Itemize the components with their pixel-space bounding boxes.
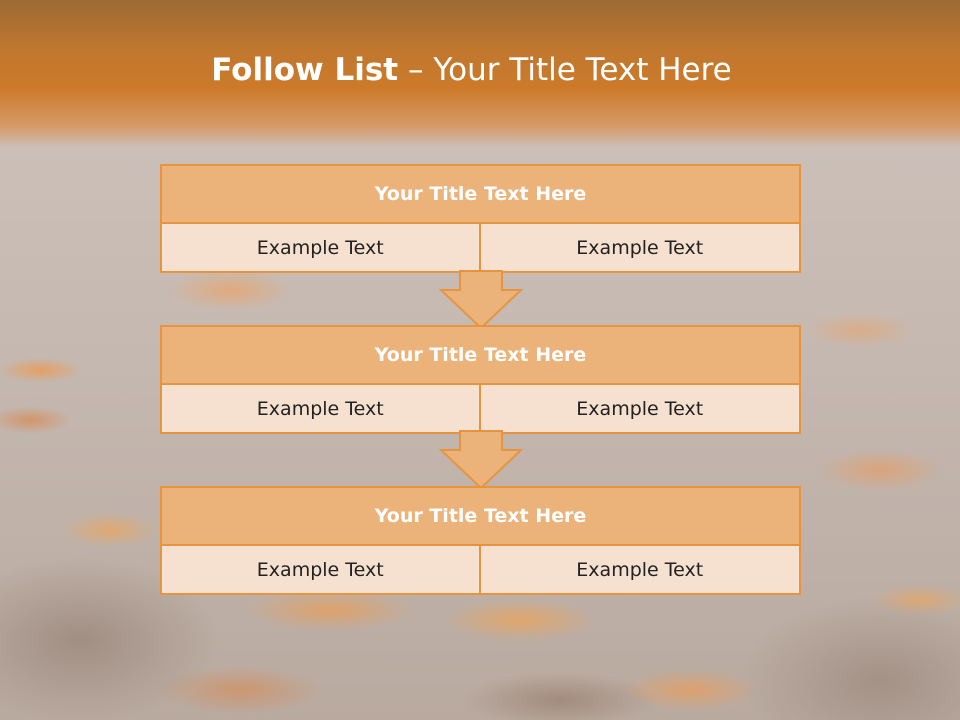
block-cell-left: Example Text bbox=[160, 385, 481, 434]
down-arrow-1 bbox=[438, 270, 524, 330]
down-arrow-2 bbox=[438, 430, 524, 490]
list-block-3: Your Title Text Here Example Text Exampl… bbox=[160, 486, 801, 595]
title-banner bbox=[0, 0, 960, 148]
slide-title: Follow List – Your Title Text Here bbox=[0, 52, 943, 88]
block-cell-left: Example Text bbox=[160, 546, 481, 595]
block-cell-right: Example Text bbox=[480, 224, 801, 273]
slide-title-rest: – Your Title Text Here bbox=[398, 52, 732, 88]
block-title: Your Title Text Here bbox=[160, 486, 801, 546]
block-cell-right: Example Text bbox=[480, 546, 801, 595]
block-title: Your Title Text Here bbox=[160, 164, 801, 224]
block-title: Your Title Text Here bbox=[160, 325, 801, 385]
block-cell-right: Example Text bbox=[480, 385, 801, 434]
block-cell-left: Example Text bbox=[160, 224, 481, 273]
slide-title-bold: Follow List bbox=[211, 52, 399, 88]
list-block-2: Your Title Text Here Example Text Exampl… bbox=[160, 325, 801, 434]
list-block-1: Your Title Text Here Example Text Exampl… bbox=[160, 164, 801, 273]
